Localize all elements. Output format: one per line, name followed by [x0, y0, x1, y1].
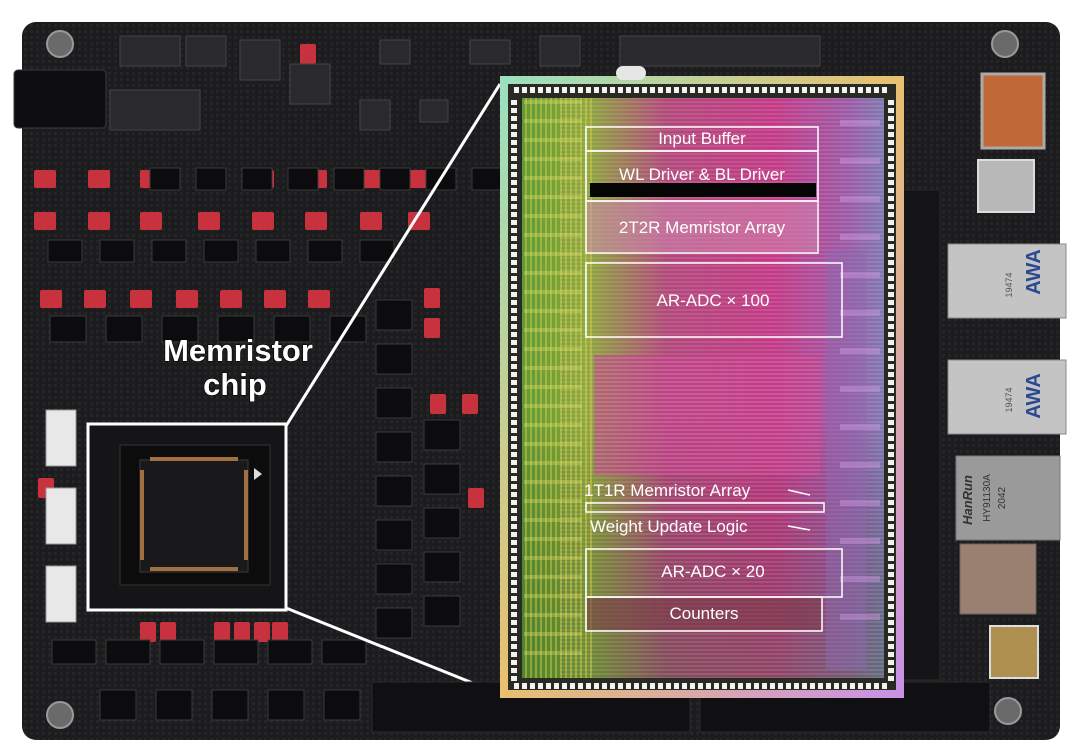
jumper — [424, 318, 440, 338]
jumper — [34, 170, 56, 188]
jumper — [34, 212, 56, 230]
adc-20-label: AR-ADC × 20 — [661, 562, 764, 581]
input-buffer-label: Input Buffer — [658, 129, 746, 148]
leader-weight-update — [787, 525, 811, 531]
jumper — [40, 290, 62, 308]
jumper — [424, 288, 440, 308]
screw-icon — [991, 30, 1019, 58]
usb-a-port-top — [947, 243, 1067, 319]
ethernet-brand: HanRun — [960, 475, 975, 525]
jumper — [254, 622, 270, 642]
jumper — [308, 290, 330, 308]
sd-card-slot — [959, 543, 1037, 615]
driver-label: WL Driver & BL Driver — [619, 165, 785, 184]
ethernet-code: 2042 — [997, 486, 1008, 509]
jumper — [130, 290, 152, 308]
usb-brand-top: AWA — [1023, 249, 1045, 295]
zoom-line-top — [284, 83, 502, 427]
chip-die-zoom — [500, 66, 904, 698]
usb-code-lower: 19474 — [1004, 387, 1014, 412]
power-jack — [13, 69, 107, 129]
jumper — [176, 290, 198, 308]
memristor-chip-label-line1: Memristor — [163, 333, 313, 368]
jumper — [408, 170, 430, 188]
jumper — [264, 290, 286, 308]
counters-box — [585, 596, 823, 632]
array-2t2r-label: 2T2R Memristor Array — [619, 218, 786, 237]
jumper — [140, 622, 156, 642]
screw-icon — [46, 30, 74, 58]
bond-pad-ring — [511, 87, 894, 689]
jumper — [198, 212, 220, 230]
usb-c-port — [980, 72, 1046, 150]
jumper — [462, 394, 478, 414]
jumper — [272, 622, 288, 642]
jumper — [88, 170, 110, 188]
jumper — [252, 212, 274, 230]
mounting-holes — [46, 30, 1022, 729]
jumper — [468, 488, 484, 508]
jumper — [300, 44, 316, 64]
counters-label: Counters — [670, 604, 739, 623]
adc-100-box — [585, 262, 843, 338]
jumper — [214, 622, 230, 642]
mini-usb-port — [989, 625, 1039, 679]
jumper — [360, 212, 382, 230]
pcb-components — [34, 35, 941, 721]
zoom-line-bottom — [285, 606, 501, 696]
usb-brand-lower: AWA — [1023, 373, 1045, 419]
jumper — [140, 212, 162, 230]
usb-a-port-lower — [947, 359, 1067, 435]
jumper — [160, 622, 176, 642]
ethernet-jack — [955, 455, 1061, 541]
screw-icon — [46, 701, 74, 729]
die-blocks — [585, 126, 843, 632]
usb-code-top: 19474 — [1004, 272, 1014, 297]
screw-icon — [994, 697, 1022, 725]
die-labels: Input Buffer WL Driver & BL Driver 2T2R … — [584, 129, 786, 623]
array-1t1r-label: 1T1R Memristor Array — [584, 481, 751, 500]
jumper — [220, 290, 242, 308]
jumper — [234, 622, 250, 642]
jumper — [360, 170, 382, 188]
adc-100-label: AR-ADC × 100 — [657, 291, 770, 310]
array-1t1r-box — [585, 502, 825, 513]
jumper — [305, 212, 327, 230]
leader-1t1r — [787, 489, 811, 496]
ethernet-model: HY91130A — [982, 474, 993, 522]
jumper — [84, 290, 106, 308]
array-2t2r-box — [585, 200, 819, 254]
memristor-chip-label-line2: chip — [203, 367, 267, 402]
jumper — [408, 212, 430, 230]
micro-usb-port — [977, 159, 1035, 213]
jumper — [88, 212, 110, 230]
driver-dark-bar — [590, 183, 816, 197]
chip-socket — [86, 422, 288, 612]
weight-update-label: Weight Update Logic — [590, 517, 748, 536]
connectors: AWA 19474 AWA 19474 HanRun HY91130A 2042 — [947, 72, 1067, 679]
jumper — [430, 394, 446, 414]
